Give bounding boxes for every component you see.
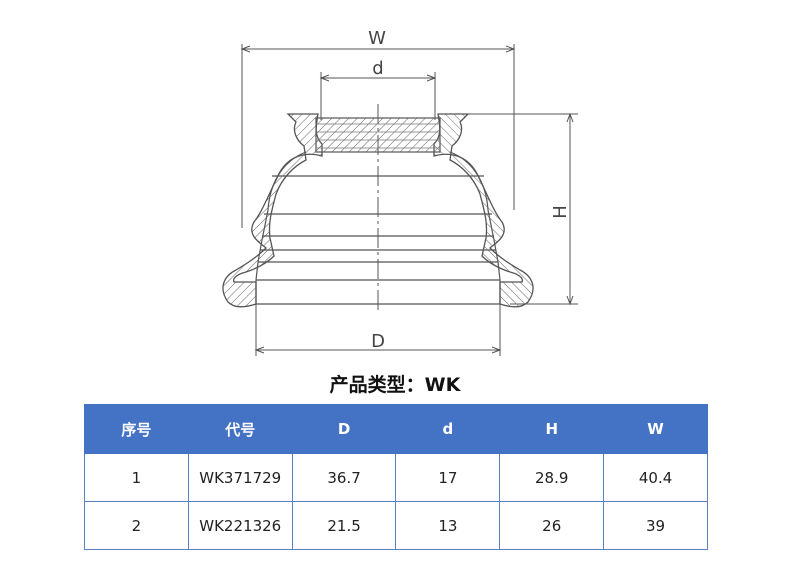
dimension-d-large <box>254 300 502 356</box>
spec-table: 序号 代号 D d H W 1 WK371729 36.7 17 28.9 40… <box>84 404 708 550</box>
product-type-title: 产品类型：WK <box>329 374 461 396</box>
cell-h: 28.9 <box>499 453 605 502</box>
header-code: 代号 <box>187 404 293 454</box>
boot-top-ring <box>315 117 441 153</box>
cell-index: 2 <box>84 501 189 550</box>
table-row: 2 WK221326 21.5 13 26 39 <box>84 501 708 550</box>
dimension-w-label: W <box>368 28 386 49</box>
dimension-d-small-label: d <box>372 58 383 79</box>
cell-index: 1 <box>84 453 189 502</box>
cell-d-small: 17 <box>395 453 501 502</box>
dimension-w <box>240 44 516 228</box>
cell-w: 40.4 <box>603 453 708 502</box>
dimension-h-label: H <box>550 205 571 219</box>
cell-d-large: 21.5 <box>291 501 397 550</box>
header-h: H <box>499 404 605 454</box>
table-row: 1 WK371729 36.7 17 28.9 40.4 <box>84 453 708 502</box>
header-d-small: d <box>395 404 501 454</box>
cell-h: 26 <box>499 501 605 550</box>
table-header-row: 序号 代号 D d H W <box>84 404 708 454</box>
cell-code: WK221326 <box>187 501 293 550</box>
cell-w: 39 <box>603 501 708 550</box>
cell-d-small: 13 <box>395 501 501 550</box>
header-index: 序号 <box>84 404 189 454</box>
cell-d-large: 36.7 <box>291 453 397 502</box>
boot-technical-drawing: W d H D <box>222 28 578 356</box>
dimension-d-large-label: D <box>371 331 385 352</box>
boot-shell-left <box>222 113 323 308</box>
boot-shell-right <box>433 113 534 308</box>
dimension-d-small <box>319 72 437 120</box>
cell-code: WK371729 <box>187 453 293 502</box>
header-w: W <box>603 404 708 454</box>
header-d-large: D <box>291 404 397 454</box>
